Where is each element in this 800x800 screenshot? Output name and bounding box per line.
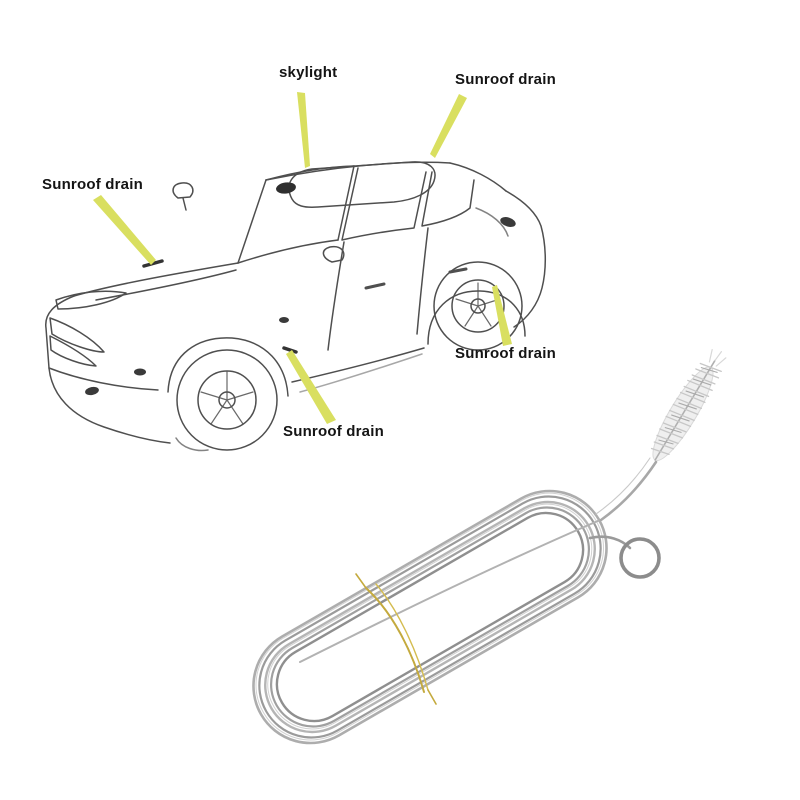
car-front-wheel-arch <box>167 337 289 397</box>
car-left-mirror <box>172 182 194 199</box>
arrow-drain-bottom-center <box>286 350 336 424</box>
car-front-wheel-spokes <box>200 371 254 425</box>
car-rear-wheel <box>433 261 523 351</box>
car-hood-crease <box>95 269 237 301</box>
drain-cleaning-tool <box>252 348 727 745</box>
tool-ring-handle <box>619 537 661 579</box>
car-grille-lower <box>49 335 97 367</box>
car-trunk-line <box>475 207 509 237</box>
car-tail-lamp <box>500 217 516 227</box>
label-sunroof-drain-bottom-center: Sunroof drain <box>283 423 384 440</box>
tool-cable-highlight <box>595 457 651 515</box>
car-rear-window <box>421 171 475 227</box>
car-right-mirror <box>322 245 345 263</box>
car-front-wheel-rim <box>197 370 257 430</box>
drain-mark-rocker <box>282 346 298 354</box>
car-roof-rear <box>449 162 507 192</box>
tool-cable-to-brush <box>599 460 658 522</box>
tool-twist-tie <box>355 573 437 705</box>
car-fog-lamp <box>85 386 99 396</box>
car-bumper-line <box>48 367 159 391</box>
tool-brush-head <box>650 348 727 461</box>
label-sunroof-drain-left: Sunroof drain <box>42 176 143 193</box>
tool-cable-crossing <box>299 519 601 663</box>
car-front-wheel <box>176 349 278 451</box>
callout-arrows <box>93 92 512 424</box>
label-skylight: skylight <box>279 64 338 81</box>
car-a-pillar <box>237 179 267 264</box>
car-left-mirror-stem <box>182 197 187 211</box>
car-windshield-right <box>337 165 355 241</box>
car-sill-line <box>299 353 423 393</box>
drain-mark-roof <box>276 182 296 194</box>
label-sunroof-drain-top-right: Sunroof drain <box>455 71 556 88</box>
car-windshield-base <box>237 239 339 264</box>
car-door-handle-rear <box>448 267 468 274</box>
car-front-bumper <box>45 295 171 444</box>
arrow-skylight <box>297 92 310 168</box>
car-door-handle-front <box>364 282 386 290</box>
car-headlight <box>55 290 127 310</box>
label-sunroof-drain-bottom-right: Sunroof drain <box>455 345 556 362</box>
arrow-drain-left <box>93 195 156 265</box>
car-badge <box>134 368 146 376</box>
car-sunroof-panel <box>288 161 436 208</box>
car-front-window <box>341 167 427 241</box>
car-rear-wheel-spokes <box>455 282 501 327</box>
drain-mark-door <box>279 317 289 323</box>
arrow-drain-bottom-right <box>492 285 512 346</box>
car-rear-wheel-rim <box>451 279 505 333</box>
car-line-drawing <box>45 161 546 452</box>
tool-coil <box>252 489 608 745</box>
car-rear-deck <box>505 190 546 328</box>
car-grille <box>49 317 105 353</box>
car-underside <box>175 437 209 452</box>
car-rocker <box>291 347 425 383</box>
tool-cable-to-ring <box>588 535 632 550</box>
car-door-line-rear <box>416 227 429 335</box>
arrow-drain-top-right <box>430 94 467 158</box>
drain-mark-hood <box>142 259 164 268</box>
car-door-line-front <box>327 241 345 351</box>
